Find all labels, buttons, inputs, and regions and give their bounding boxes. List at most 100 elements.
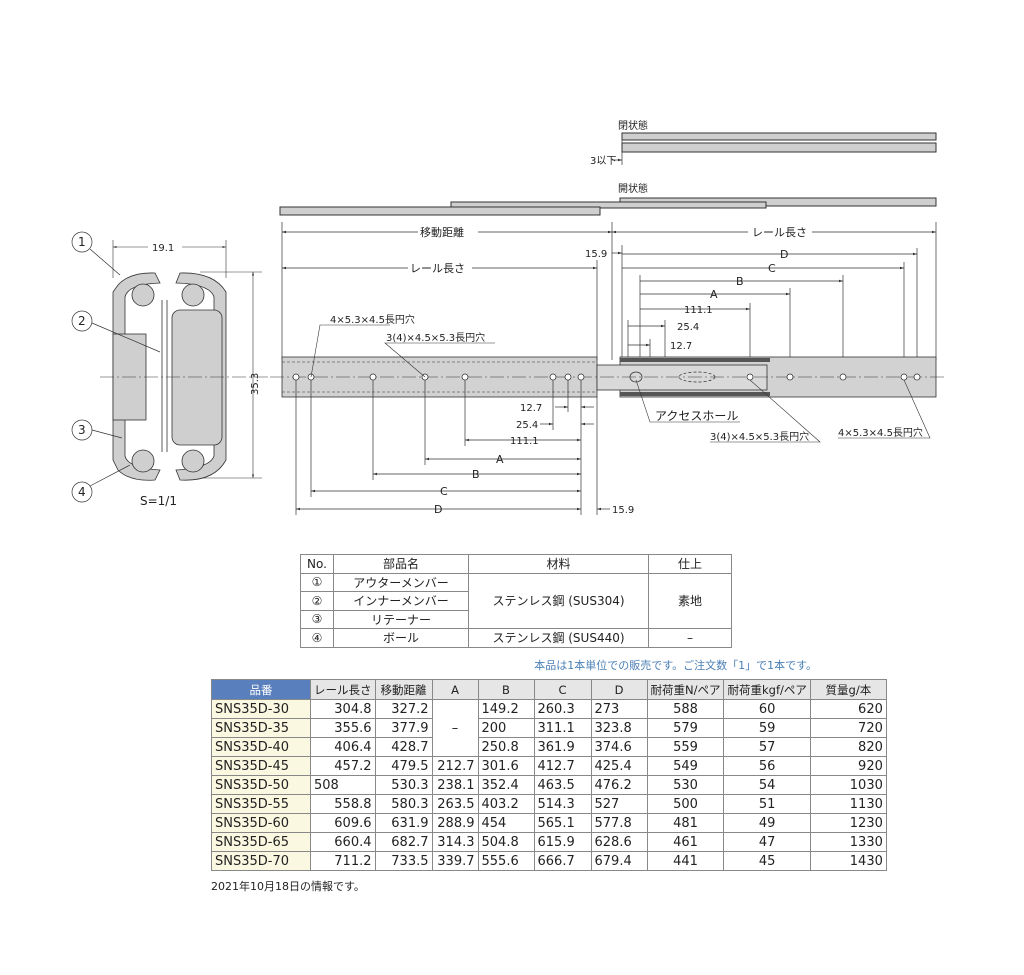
spec-cell: 60	[723, 699, 811, 719]
spec-cell: 620	[809, 699, 887, 719]
spec-cell: 500	[646, 794, 725, 814]
spec-cell: 549	[646, 756, 725, 776]
dim-15-9-bottom: 15.9	[612, 505, 634, 516]
header-part-name: 部品名	[333, 554, 469, 574]
callout-2: 2	[78, 314, 86, 328]
spec-cell: 374.6	[590, 737, 648, 757]
spec-cell: 504.8	[477, 832, 535, 852]
spec-cell: 45	[723, 851, 811, 871]
spec-header-cell: 耐荷重kgf/ペア	[723, 679, 811, 700]
part-material: ステンレス鋼 (SUS304)	[468, 572, 649, 629]
callout-1: 1	[78, 235, 86, 249]
spec-cell: 260.3	[533, 699, 592, 719]
spec-cell: 476.2	[590, 775, 648, 795]
part-number-cell: SNS35D-35	[211, 718, 311, 738]
spec-cell: 304.8	[310, 699, 376, 719]
dim-A-bottom: A	[496, 453, 504, 466]
spec-cell: 463.5	[533, 775, 592, 795]
spec-cell: 311.1	[533, 718, 592, 738]
part-number-cell: SNS35D-45	[211, 756, 311, 776]
part-finish: –	[648, 628, 732, 648]
part-number-cell: SNS35D-70	[211, 851, 311, 871]
dim-25-4-top: 25.4	[677, 322, 699, 333]
spec-cell: 479.5	[374, 756, 433, 776]
spec-cell: 1430	[809, 851, 887, 871]
hole-label-right-1: 3(4)×4.5×5.3長円穴	[710, 430, 809, 443]
spec-cell: 327.2	[374, 699, 433, 719]
table-row: ④ ボール ステンレス鋼 (SUS440) –	[300, 628, 732, 648]
spec-cell: 682.7	[374, 832, 433, 852]
spec-cell: 577.8	[590, 813, 648, 833]
table-row: ② インナーメンバー	[300, 591, 732, 611]
header-no: No.	[300, 554, 334, 574]
part-number-cell: SNS35D-50	[211, 775, 311, 795]
dim-12-7-bottom: 12.7	[520, 403, 542, 414]
spec-cell: 238.1	[431, 775, 479, 795]
spec-cell: 588	[646, 699, 725, 719]
spec-cell: 314.3	[431, 832, 479, 852]
spec-cell: 57	[723, 737, 811, 757]
spec-cell: 615.9	[533, 832, 592, 852]
section-width-dim: 19.1	[152, 243, 174, 254]
part-no: ④	[300, 628, 334, 648]
spec-cell: 273	[590, 699, 648, 719]
spec-cell: 377.9	[374, 718, 433, 738]
part-name: アウターメンバー	[333, 572, 469, 592]
table-row: ① アウターメンバー ステンレス鋼 (SUS304) 素地	[300, 572, 732, 629]
closed-state-view: 閉状態 3以下	[590, 119, 937, 167]
table-row: ③ リテーナー	[300, 609, 732, 629]
part-no: ②	[300, 591, 334, 611]
spec-cell: 609.6	[310, 813, 376, 833]
spec-cell: 461	[646, 832, 725, 852]
spec-cell: 352.4	[477, 775, 535, 795]
header-finish: 仕上	[648, 554, 732, 574]
bottom-dimensions: 12.7 25.4 111.1 A B C D 15.9	[295, 380, 634, 516]
spec-cell: 428.7	[374, 737, 433, 757]
cross-section-view: 19.1 35.3 S=1/1 1 2 3 4	[71, 231, 270, 508]
spec-header-cell: 質量g/本	[809, 679, 887, 700]
spec-cell: 56	[723, 756, 811, 776]
part-name: ボール	[333, 628, 469, 648]
spec-cell: 628.6	[590, 832, 648, 852]
spec-cell: 579	[646, 718, 725, 738]
open-state-label: 開状態	[618, 182, 648, 195]
part-material: ステンレス鋼 (SUS440)	[468, 628, 649, 648]
rail-length-dimension-label: レール長さ	[752, 226, 807, 239]
spec-cell: 820	[809, 737, 887, 757]
access-hole-label: アクセスホール	[655, 409, 738, 423]
spec-cell: 514.3	[533, 794, 592, 814]
spec-header-cell: C	[533, 679, 592, 700]
dim-D-top: D	[780, 248, 788, 261]
callout-3: 3	[78, 423, 86, 437]
spec-cell: 425.4	[590, 756, 648, 776]
hole-label-left-1: 4×5.3×4.5長円穴	[330, 313, 415, 326]
spec-cell: 406.4	[310, 737, 376, 757]
parts-table: No. 部品名 材料 仕上 ① アウターメンバー ステンレス鋼 (SUS304)…	[300, 554, 732, 648]
part-number-cell: SNS35D-30	[211, 699, 311, 719]
part-name: リテーナー	[333, 609, 469, 629]
left-rail-length-label: レール長さ	[410, 262, 465, 275]
part-number-cell: SNS35D-65	[211, 832, 311, 852]
spec-cell: 733.5	[374, 851, 433, 871]
spec-header-cell: レール長さ	[310, 679, 376, 700]
spec-cell: 558.8	[310, 794, 376, 814]
part-name: インナーメンバー	[333, 591, 469, 611]
dim-111-1-top: 111.1	[684, 305, 713, 316]
spec-header-cell: 品番	[211, 679, 311, 700]
part-number-cell: SNS35D-55	[211, 794, 311, 814]
parts-header-row: No. 部品名 材料 仕上	[300, 554, 732, 574]
spec-cell: 679.4	[590, 851, 648, 871]
spec-cell: 47	[723, 832, 811, 852]
travel-dimension-label: 移動距離	[420, 225, 464, 239]
spec-header-cell: 耐荷重N/ペア	[646, 679, 725, 700]
top-dimensions: 移動距離 レール長さ レール長さ 15.9 D C B A 111.1 25.4…	[281, 222, 937, 378]
